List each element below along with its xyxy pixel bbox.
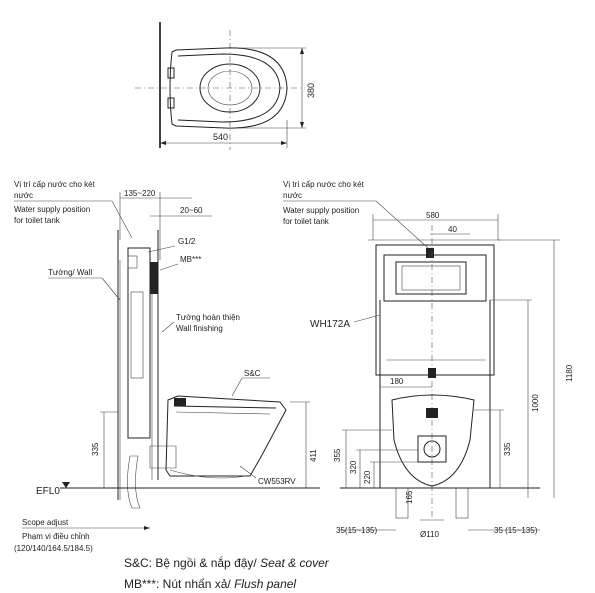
front-dim-110: Ø110 (420, 530, 440, 539)
front-dim-165: 165 (405, 490, 414, 504)
side-g12-label: G1/2 (178, 237, 196, 246)
side-supply-label-en-2: for toilet tank (14, 216, 61, 225)
side-finish-vi: Tường hoàn thiện (176, 313, 240, 322)
front-view: Vị trí cấp nước cho két nước Water suppl… (283, 180, 574, 539)
legend: S&C: Bệ ngồi & nắp đậy/ Seat & cover MB*… (124, 555, 330, 591)
top-depth-dim: 380 (306, 83, 316, 98)
side-supply-label-en-1: Water supply position (14, 205, 90, 214)
side-efl-label: EFL0 (36, 486, 60, 497)
side-sc-label: S&C (244, 369, 261, 378)
front-dim-220: 220 (363, 470, 372, 484)
side-dim-411: 411 (309, 449, 318, 462)
legend-sc-vi: S&C: Bệ ngồi & nắp đậy/ (124, 555, 260, 570)
side-wall-label: Tường/ Wall (48, 268, 92, 277)
front-dim-1180: 1180 (565, 364, 574, 382)
side-dim-135-220: 135~220 (124, 189, 156, 198)
front-dim-580: 580 (426, 211, 440, 220)
side-range-vals: (120/140/164.5/184.5) (14, 544, 93, 553)
front-supply-label-vi-1: Vị trí cấp nước cho két (283, 180, 365, 189)
side-supply-label-vi-1: Vị trí cấp nước cho két (14, 180, 96, 189)
side-supply-label-vi-2: nước (14, 191, 33, 200)
front-dim-355: 355 (333, 448, 342, 462)
side-scope-label: Scope adjust (22, 518, 69, 527)
top-width-dim: 540 (213, 132, 228, 142)
legend-mb-en: Flush panel (234, 577, 296, 591)
front-supply-label-en-1: Water supply position (283, 206, 359, 215)
side-finish-en: Wall finishing (176, 324, 223, 333)
front-dim-35-left: 35(15~135) (336, 526, 377, 535)
legend-mb: MB***: Nút nhấn xả/ Flush panel (124, 577, 296, 591)
side-range-vi: Phạm vi điều chỉnh (22, 532, 90, 541)
side-dim-20-60: 20~60 (180, 206, 203, 215)
legend-sc-en: Seat & cover (260, 556, 330, 570)
side-view: Vị trí cấp nước cho két nước Water suppl… (14, 180, 320, 553)
side-mb-label: MB*** (180, 255, 201, 264)
front-dim-40: 40 (448, 225, 457, 234)
top-view: 380 540 (135, 22, 316, 150)
legend-mb-vi: MB***: Nút nhấn xả/ (124, 577, 234, 591)
side-model-label: CW553RV (258, 477, 296, 486)
front-supply-label-vi-2: nước (283, 191, 302, 200)
front-dim-335: 335 (503, 442, 512, 456)
legend-sc: S&C: Bệ ngồi & nắp đậy/ Seat & cover (124, 555, 330, 570)
front-dim-320: 320 (349, 460, 358, 474)
side-dim-335: 335 (91, 442, 100, 456)
front-supply-label-en-2: for toilet tank (283, 217, 330, 226)
front-dim-35-right: 35 (15~135) (494, 526, 538, 535)
front-dim-180: 180 (390, 377, 404, 386)
front-tank-model: WH172A (310, 319, 350, 330)
front-dim-1000: 1000 (531, 394, 540, 412)
